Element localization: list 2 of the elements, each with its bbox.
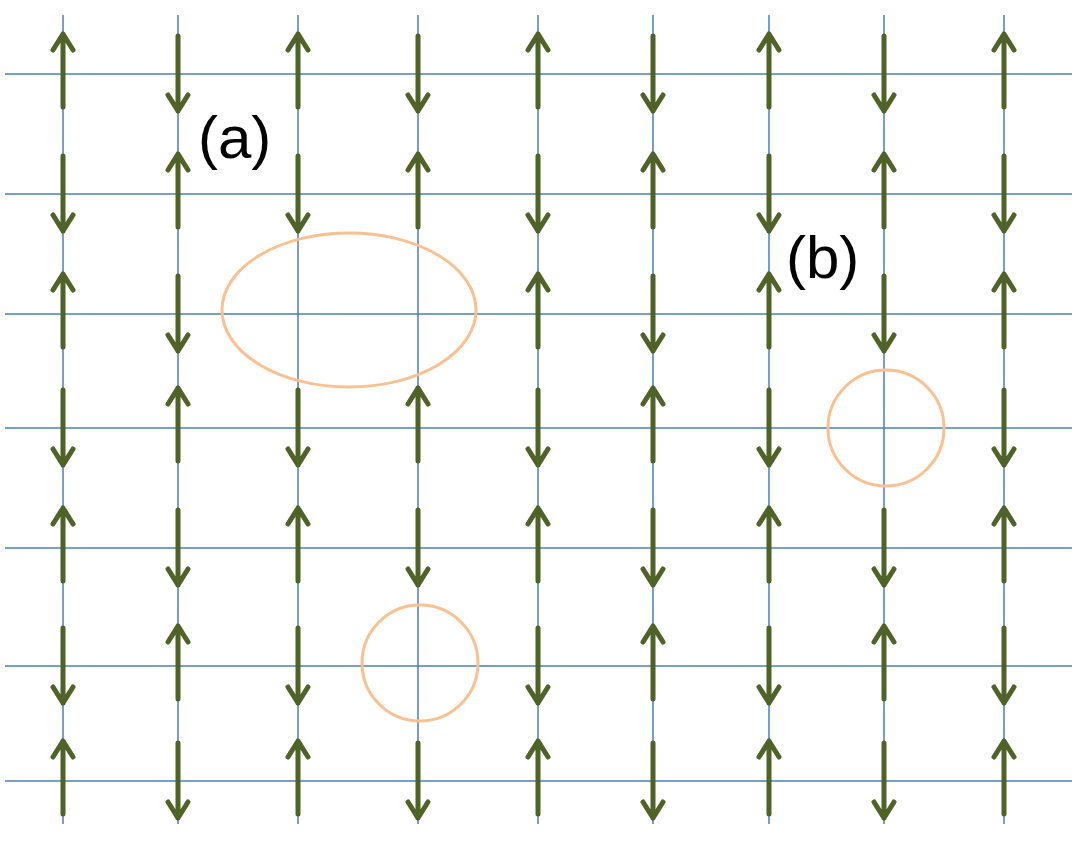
panel-label: (a) [198,108,272,168]
panel-label: (b) [786,228,860,288]
